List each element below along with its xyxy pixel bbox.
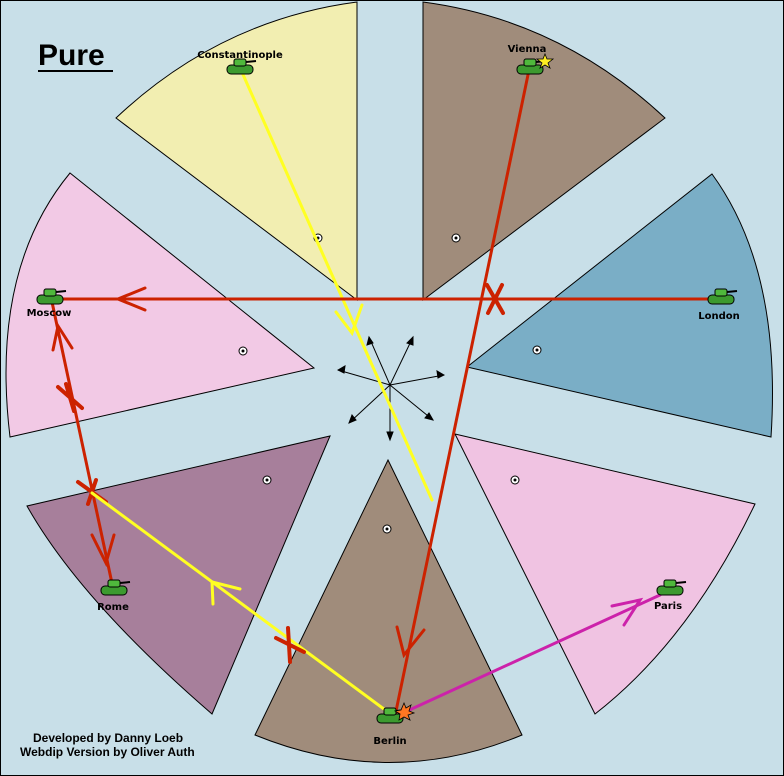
label-moscow: Moscow xyxy=(27,308,72,319)
label-london: London xyxy=(698,311,740,322)
order-arrowhead xyxy=(610,597,644,627)
label-rome: Rome xyxy=(97,602,129,613)
army-icon[interactable] xyxy=(36,288,67,305)
burst-icon xyxy=(393,701,416,721)
order-arrowhead xyxy=(51,322,74,352)
credit-developer: Developed by Danny Loeb xyxy=(33,731,183,745)
army-icon[interactable] xyxy=(516,58,547,75)
territory-vienna[interactable] xyxy=(422,1,666,302)
order-arrowhead xyxy=(334,303,364,337)
label-vienna: Vienna xyxy=(508,44,547,55)
units-layer xyxy=(36,58,738,724)
territory-moscow[interactable] xyxy=(5,172,316,438)
territory-london[interactable] xyxy=(465,173,773,438)
orders-layer xyxy=(50,68,722,718)
label-constantinople: Constantinople xyxy=(197,50,283,61)
credit-webdip: Webdip Version by Oliver Auth xyxy=(20,745,195,759)
army-icon[interactable] xyxy=(656,579,687,596)
order-arrowhead xyxy=(395,625,426,659)
order-moscow-rome[interactable] xyxy=(50,300,115,590)
army-icon[interactable] xyxy=(100,579,131,596)
army-icon[interactable] xyxy=(226,58,257,75)
army-icon[interactable] xyxy=(707,288,738,305)
label-berlin: Berlin xyxy=(373,736,406,747)
territory-rome[interactable] xyxy=(26,435,331,715)
order-arrowhead xyxy=(210,580,242,606)
order-arrowhead xyxy=(114,286,147,312)
order-constantinople-berlin[interactable] xyxy=(239,68,434,502)
label-paris: Paris xyxy=(654,601,682,612)
order-berlin-rome[interactable] xyxy=(90,491,394,717)
failed-order-icon xyxy=(56,382,84,413)
failed-order-icon xyxy=(274,626,306,664)
map-title: Pure xyxy=(38,39,105,72)
order-vienna-berlin[interactable] xyxy=(393,68,531,718)
territory-constantinople[interactable] xyxy=(115,1,358,302)
star-icon xyxy=(535,52,555,69)
order-arrowhead xyxy=(90,533,116,568)
order-berlin-paris[interactable] xyxy=(403,593,662,714)
territory-paris[interactable] xyxy=(454,433,756,715)
territory-berlin[interactable] xyxy=(254,458,523,763)
failed-order-icon xyxy=(485,283,505,315)
